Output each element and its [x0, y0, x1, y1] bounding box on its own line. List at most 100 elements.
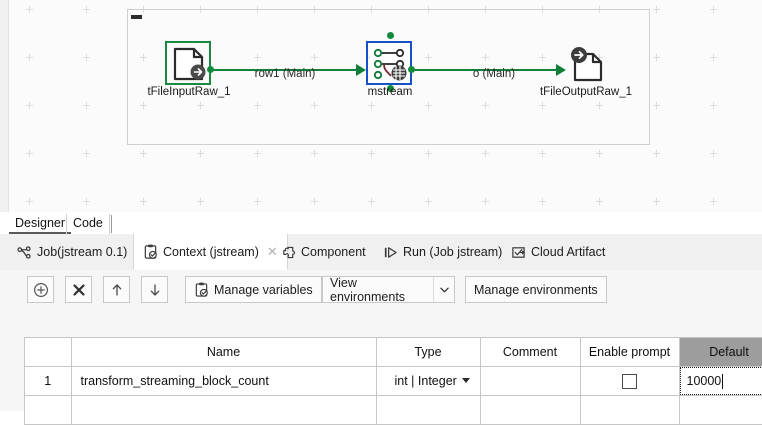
grid-cross: [653, 150, 660, 157]
selection-border: [165, 41, 211, 85]
move-down-button[interactable]: [141, 276, 168, 303]
table-row[interactable]: 1 transform_streaming_block_count int | …: [25, 367, 762, 396]
view-environments-value: View environments: [323, 276, 433, 304]
arrow-up-icon: [109, 282, 125, 298]
column-header-name[interactable]: Name: [71, 338, 376, 367]
cloud-artifact-icon: [511, 245, 526, 260]
grid-cross: [26, 150, 33, 157]
component-label: tFileInputRaw_1: [147, 86, 230, 98]
grid-cross: [140, 150, 147, 157]
connection-label-row1[interactable]: row1 (Main): [255, 68, 316, 80]
grid-cross: [710, 102, 717, 109]
grid-cross: [26, 198, 33, 205]
puzzle-icon: [281, 245, 296, 260]
grid-cross: [653, 198, 660, 205]
tab-run[interactable]: Run (Job jstream): [374, 234, 511, 270]
grid-cross: [26, 102, 33, 109]
cell-empty: [480, 396, 580, 425]
add-variable-button[interactable]: [27, 276, 54, 303]
component-label: mstream: [368, 86, 413, 98]
connector-handle-east[interactable]: [408, 66, 415, 73]
delete-variable-button[interactable]: [65, 276, 92, 303]
view-environments-select[interactable]: View environments: [322, 276, 455, 303]
manage-variables-label: Manage variables: [214, 283, 313, 297]
component-mstream[interactable]: mstream: [369, 44, 411, 84]
chevron-down-icon[interactable]: [462, 378, 470, 383]
context-variables-table[interactable]: Name Type Comment Enable prompt Default …: [24, 337, 762, 425]
manage-environments-button[interactable]: Manage environments: [465, 276, 607, 303]
cell-variable-name[interactable]: transform_streaming_block_count: [71, 367, 376, 396]
tab-cloud-artifact[interactable]: Cloud Artifact: [502, 234, 614, 270]
default-value-input[interactable]: 10000: [680, 367, 762, 395]
cell-variable-type[interactable]: int | Integer: [376, 367, 480, 396]
grid-cross: [710, 198, 717, 205]
manage-variables-button[interactable]: Manage variables: [185, 276, 322, 303]
tab-label: Cloud Artifact: [531, 245, 605, 259]
enable-prompt-checkbox[interactable]: [622, 374, 637, 389]
grid-cross: [596, 150, 603, 157]
connection-label-o[interactable]: o (Main): [473, 68, 515, 80]
table-row-empty[interactable]: [25, 396, 762, 425]
run-icon: [383, 245, 398, 260]
grid-cross: [539, 150, 546, 157]
grid-cross: [197, 150, 204, 157]
tab-job[interactable]: Job(jstream 0.1): [8, 234, 136, 270]
connector-handle-east[interactable]: [207, 66, 214, 73]
cell-empty: [71, 396, 376, 425]
grid-cross: [254, 150, 261, 157]
cell-comment[interactable]: [480, 367, 580, 396]
selection-border: [366, 41, 412, 85]
move-up-button[interactable]: [103, 276, 130, 303]
component-tfileoutputraw-1[interactable]: tFileOutputRaw_1: [565, 44, 607, 84]
grid-cross: [425, 150, 432, 157]
job-designer-canvas[interactable]: row1 (Main) o (Main) tFileInputRaw_1: [0, 0, 762, 212]
connection-arrow-row1: [356, 64, 366, 76]
column-header-default[interactable]: Default: [679, 338, 762, 367]
tab-designer[interactable]: Designer: [9, 214, 71, 234]
cell-default[interactable]: 10000: [679, 367, 762, 396]
component-tfileinputraw-1[interactable]: tFileInputRaw_1: [168, 44, 210, 84]
cell-empty: [376, 396, 480, 425]
tab-component[interactable]: Component: [272, 234, 375, 270]
column-header-enable-prompt[interactable]: Enable prompt: [580, 338, 679, 367]
column-header-type[interactable]: Type: [376, 338, 480, 367]
grid-cross: [83, 102, 90, 109]
table-header-row: Name Type Comment Enable prompt Default: [25, 338, 762, 367]
grid-cross: [368, 150, 375, 157]
tab-code[interactable]: Code: [66, 214, 110, 234]
arrow-down-icon: [147, 282, 163, 298]
cell-enable-prompt[interactable]: [580, 367, 679, 396]
grid-cross: [710, 6, 717, 13]
column-header-row-number[interactable]: [25, 338, 71, 367]
subjob-collapse-toggle[interactable]: [131, 15, 142, 19]
canvas-left-gutter: [0, 0, 9, 212]
cell-empty: [25, 396, 71, 425]
grid-cross: [311, 198, 318, 205]
grid-cross: [311, 150, 318, 157]
grid-cross: [653, 54, 660, 61]
grid-cross: [26, 54, 33, 61]
file-output-raw-icon: [565, 44, 607, 84]
bottom-panel: Job(jstream 0.1) Context (jstream) ✕ Com…: [0, 234, 762, 411]
close-icon: [71, 282, 87, 298]
chevron-down-icon[interactable]: [433, 277, 454, 302]
connector-handle-north[interactable]: [387, 32, 394, 39]
context-icon: [143, 244, 158, 260]
cell-row-number: 1: [25, 367, 71, 396]
cell-empty: [580, 396, 679, 425]
grid-cross: [26, 6, 33, 13]
default-value-text: 10000: [687, 374, 722, 388]
component-label: tFileOutputRaw_1: [540, 86, 632, 98]
grid-cross: [482, 198, 489, 205]
grid-cross: [83, 6, 90, 13]
grid-cross: [539, 198, 546, 205]
grid-cross: [254, 198, 261, 205]
grid-cross: [368, 198, 375, 205]
panel-tab-bar[interactable]: Job(jstream 0.1) Context (jstream) ✕ Com…: [0, 234, 762, 271]
tab-context[interactable]: Context (jstream) ✕: [133, 234, 288, 270]
view-tab-strip[interactable]: Designer Code: [0, 212, 762, 235]
context-toolbar: Manage variables View environments Manag…: [0, 270, 762, 315]
grid-cross: [83, 198, 90, 205]
column-header-comment[interactable]: Comment: [480, 338, 580, 367]
tab-label: Context (jstream): [163, 245, 259, 259]
